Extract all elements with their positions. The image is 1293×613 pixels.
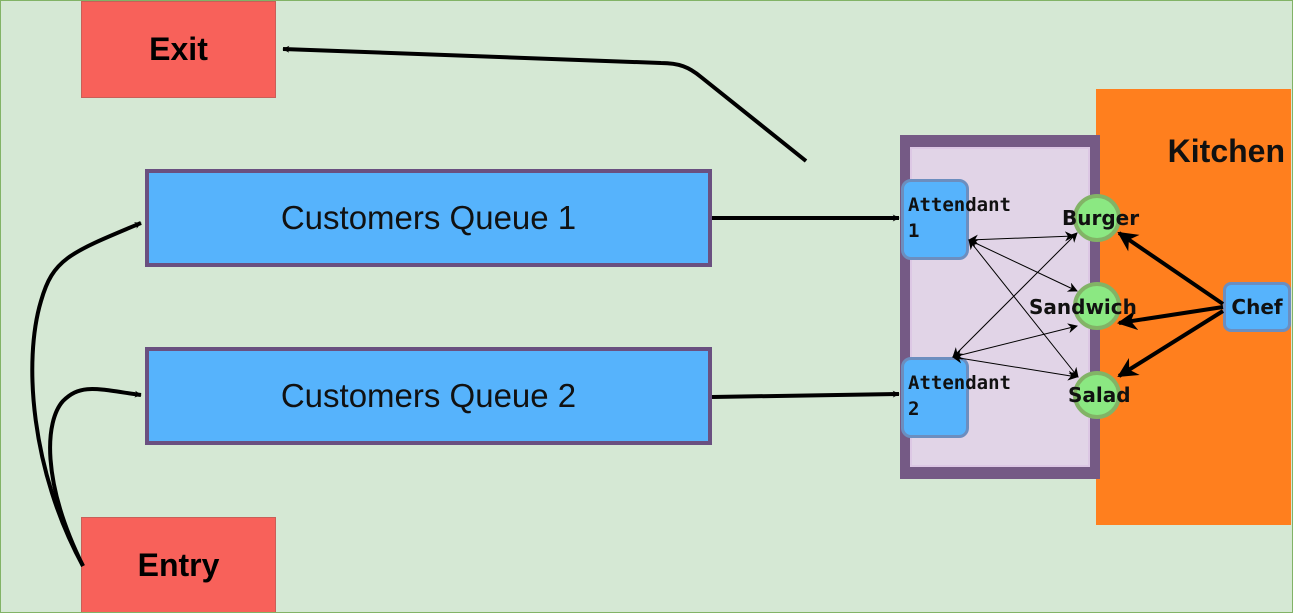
chef-node: Chef: [1223, 282, 1291, 332]
attendant-1-label: Attendant 1: [908, 194, 1011, 242]
arrow-attendant-1-sandwich: [968, 239, 1078, 292]
customers-queue-1: Customers Queue 1: [145, 169, 712, 267]
arrow-attendant-2-sandwich: [952, 323, 1078, 360]
arrow-attendant-1-burger: [968, 231, 1075, 245]
arrow-chef-to-salad: [1117, 309, 1225, 378]
arrow-attendant-2-salad: [952, 353, 1078, 381]
burger-node: [1073, 194, 1121, 242]
queue-2-label: Customers Queue 2: [280, 377, 577, 414]
arrow-queue-2-to-attendant-2: [711, 390, 900, 399]
arrow-entry-to-queue-2: [48, 387, 142, 567]
attendant-2: [901, 357, 969, 438]
salad-node: [1073, 371, 1121, 419]
arrow-entry-to-queue-1: [30, 221, 142, 567]
sandwich-label: Sandwich: [1029, 295, 1137, 319]
arrow-chef-to-sandwich: [1117, 305, 1224, 331]
customers-queue-2: Customers Queue 2: [145, 347, 712, 445]
salad-label: Salad: [1068, 383, 1131, 407]
arrow-chef-to-burger: [1117, 231, 1225, 306]
kitchen-label: Kitchen: [1167, 133, 1285, 169]
exit-label: Exit: [149, 31, 208, 67]
queue-1-label: Customers Queue 1: [280, 199, 577, 236]
arrow-counter-to-exit: [282, 45, 808, 163]
exit-box: Exit: [81, 1, 276, 98]
burger-label: Burger: [1062, 206, 1140, 230]
chef-label: Chef: [1231, 295, 1283, 319]
entry-label: Entry: [137, 547, 220, 583]
